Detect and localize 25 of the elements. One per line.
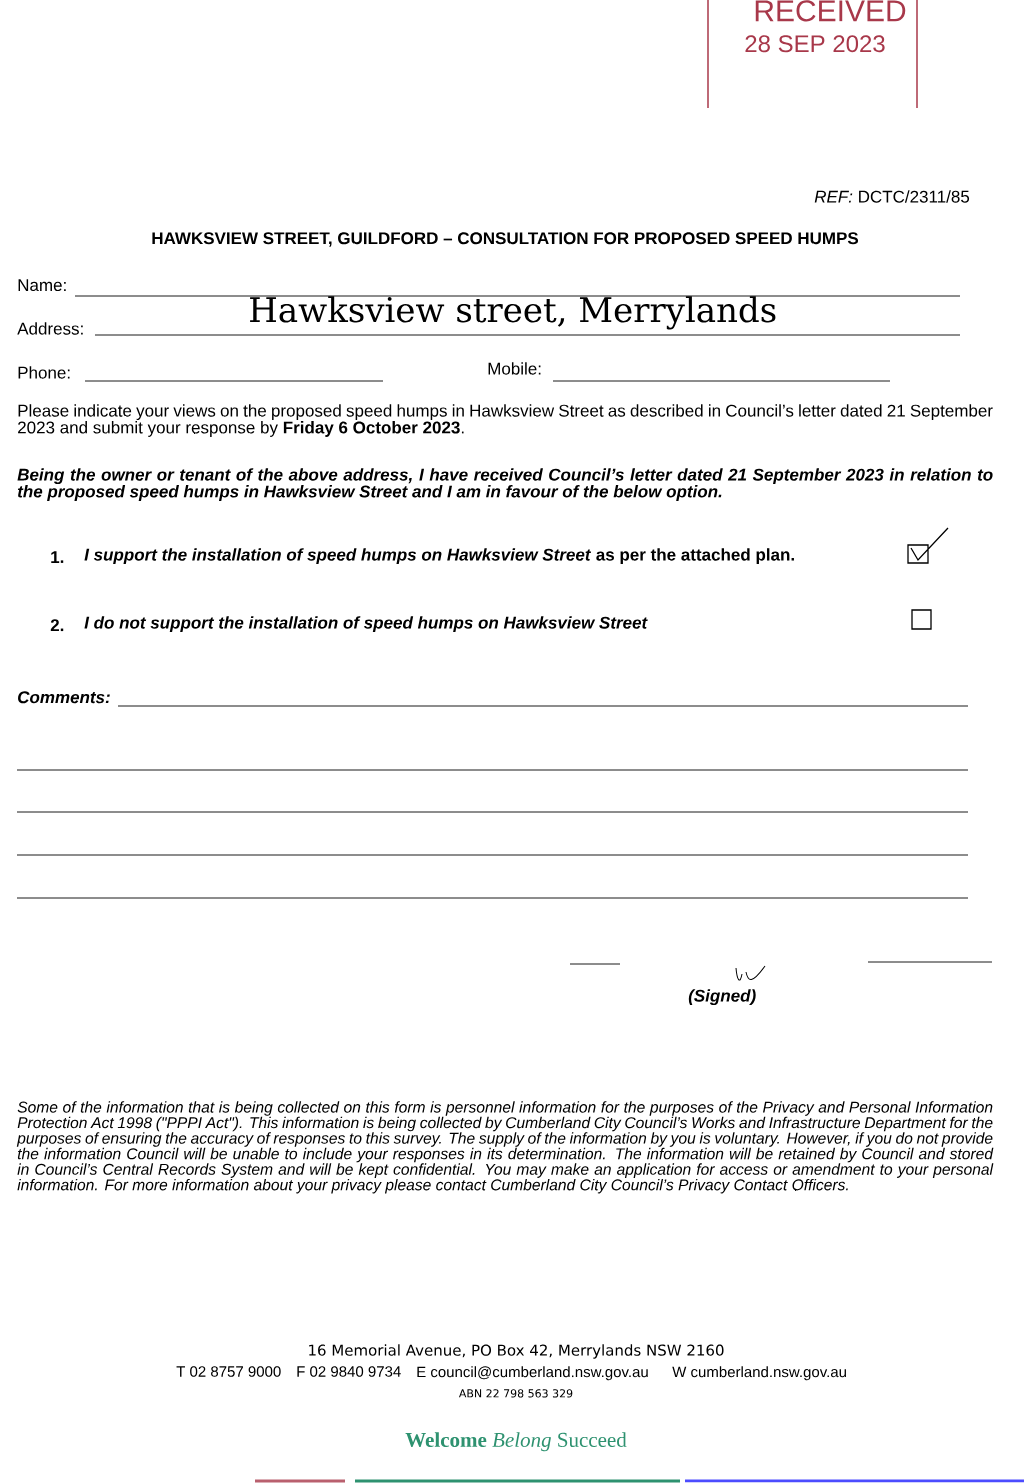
field-label: Phone: — [18, 366, 70, 379]
option-number: 1. — [51, 551, 64, 563]
form-title: HAWKSVIEW STREET, GUILDFORD – CONSULTATION FOR PROPOSED SPEED HUMPS — [152, 232, 859, 247]
contact-text: F 02 9840 9734 — [297, 1366, 401, 1377]
field-label: Address: — [17, 322, 83, 335]
contact-text: W cumberland.nsw.gov.au — [672, 1366, 846, 1381]
contact-text: T 02 8757 9000 — [176, 1366, 281, 1377]
field-label: Comments: — [18, 691, 110, 704]
reference-number: REF: DCTC/2311/85 — [814, 190, 970, 203]
option-text: I do not support the installation of speed humps on Hawksview Street — [84, 616, 648, 633]
contact-text: E council@cumberland.nsw.gov.au — [417, 1366, 648, 1381]
footer-text: ABN 22 798 563 329 — [458, 1389, 573, 1398]
option-number: 2. — [50, 619, 64, 632]
signature-label: (Signed) — [688, 989, 756, 1006]
stamp-text: 28 SEP 2023 — [745, 35, 885, 53]
instruction-paragraph: Please indicate your views on the proposed speed humps in Hawksview Street as described in Council’s letter dated 21 September 2023 and submit your response by Friday 6 October 2023. — [18, 404, 993, 437]
option-text: I support the installation of speed humps on Hawksview Street as per the attached plan. — [84, 548, 794, 565]
footer-address: 16 Memorial Avenue, PO Box 42, Merrylands NSW 2160 — [309, 1344, 724, 1359]
slogan: Welcome Belong Succeed — [405, 1432, 627, 1452]
handwritten-text: Hawksview street, Merrylands — [250, 296, 776, 330]
statement-paragraph: Being the owner or tenant of the above address, I have received Council’s letter dated 21 September 2023 in relation to the proposed speed humps in Hawksview Street and I am in favour of the below option. — [17, 468, 993, 501]
privacy-notice: Some of the information that is being collected on this form is personnel information for the purposes of the Privacy and Personal Information Protection Act 1998 ("PPPI Act"). This information is being collected by Cumberland City Council’s Works and Infrastructure Department for the purposes of ensuring the accuracy of responses to this survey. The supply of the information by you is voluntary. However, if you do not provide the information Council will be unable to include your responses in its determination. The information will be retained by Council and stored in Council’s Central Records System and will be kept confidential. You may make an application for access or amendment to your personal information. For more information about your privacy please contact Cumberland City Council’s Privacy Contact Officers. — [16, 1101, 994, 1194]
field-label: Mobile: — [488, 362, 541, 375]
field-label: Name: — [18, 279, 66, 292]
stamp-text: RECEIVED — [755, 0, 906, 22]
